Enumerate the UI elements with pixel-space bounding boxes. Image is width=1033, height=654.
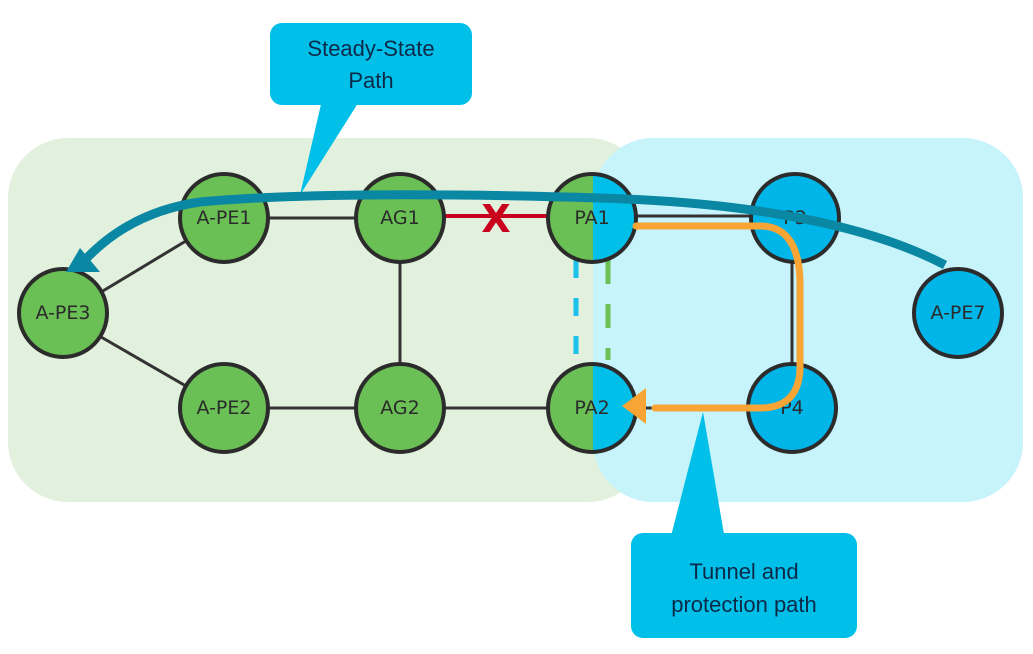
node-label: PA2 (574, 397, 609, 419)
node-label: A-PE2 (197, 397, 252, 419)
steady-arrowhead (66, 248, 100, 272)
tunnel-callout: Tunnel and protection path (631, 412, 857, 638)
tunnel-callout-line-1: Tunnel and (689, 559, 798, 584)
node-ag2[interactable]: AG2 (354, 362, 446, 454)
tunnel-protection-path (622, 222, 804, 424)
node-pa1[interactable]: PA1 (546, 172, 638, 264)
node-label: AG2 (380, 397, 419, 419)
node-a-pe1[interactable]: A-PE1 (178, 172, 270, 264)
steady-state-callout: Steady-State Path (270, 23, 472, 195)
steady-callout-line-1: Steady-State (307, 36, 434, 61)
node-label: AG1 (380, 207, 419, 229)
node-a-pe3[interactable]: A-PE3 (17, 267, 109, 359)
node-label: A-PE7 (931, 302, 986, 324)
steady-state-path (66, 190, 948, 272)
node-label: PA1 (574, 207, 609, 229)
node-label: A-PE1 (197, 207, 252, 229)
node-label: A-PE3 (36, 302, 91, 324)
failure-marker: X (481, 197, 510, 241)
tunnel-arrowhead (622, 388, 646, 424)
node-pa2[interactable]: PA2 (546, 362, 638, 454)
steady-callout-line-2: Path (348, 68, 393, 93)
left-domain (8, 138, 648, 502)
node-a-pe2[interactable]: A-PE2 (178, 362, 270, 454)
node-ag1[interactable]: AG1 (354, 172, 446, 264)
node-a-pe7[interactable]: A-PE7 (912, 267, 1004, 359)
tunnel-callout-line-2: protection path (671, 592, 817, 617)
